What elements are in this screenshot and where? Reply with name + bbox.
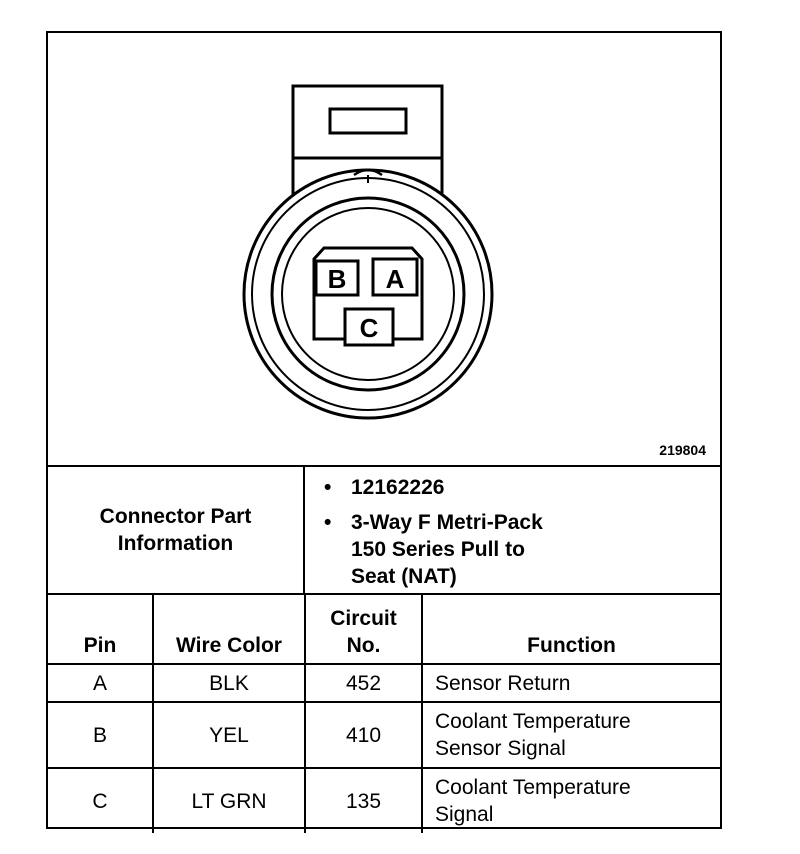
figure-id: 219804 (659, 442, 706, 458)
part-info-item: 3-Way F Metri-Pack 150 Series Pull to Se… (324, 509, 704, 590)
cell-wire-color: BLK (152, 663, 306, 703)
cell-circuit: 452 (304, 663, 423, 703)
table-row: B YEL 410 Coolant Temperature Sensor Sig… (48, 701, 720, 769)
table-row: A BLK 452 Sensor Return (48, 663, 720, 703)
header-pin: Pin (48, 595, 154, 665)
cell-function: Coolant Temperature Sensor Signal (421, 701, 720, 769)
cell-pin: B (48, 701, 154, 769)
latch-slot (328, 107, 408, 135)
cell-wire-color: YEL (152, 701, 306, 769)
table-header-row: Pin Wire Color Circuit No. Function (48, 595, 720, 665)
pin-box-c (343, 307, 395, 347)
part-info-label-text: Connector Part Information (99, 505, 252, 555)
pin-box-b (314, 259, 360, 297)
pin-label-a: A (386, 264, 405, 294)
cell-circuit: 135 (304, 767, 423, 833)
connector-part-info: Connector Part Information 12162226 3-Wa… (48, 467, 720, 595)
table-row: C LT GRN 135 Coolant Temperature Signal (48, 767, 720, 833)
pinout-table: Pin Wire Color Circuit No. Function A BL… (48, 595, 720, 833)
header-circuit-no: Circuit No. (304, 595, 423, 665)
cell-pin: C (48, 767, 154, 833)
connector-inner-ring (270, 196, 466, 392)
cell-circuit: 410 (304, 701, 423, 769)
part-info-label: Connector Part Information (48, 467, 305, 593)
connector-info-frame: B A C 219804 Connector Part Information … (46, 31, 722, 833)
cell-function: Sensor Return (421, 663, 720, 703)
header-function: Function (421, 595, 720, 665)
pin-label-b: B (328, 264, 347, 294)
cell-wire-color: LT GRN (152, 767, 306, 833)
cell-function: Coolant Temperature Signal (421, 767, 720, 833)
pin-label-c: C (360, 313, 379, 343)
keying-notch (353, 168, 383, 177)
pin-box-a (371, 257, 419, 297)
terminal-cavity (312, 246, 424, 341)
header-wire-color: Wire Color (152, 595, 306, 665)
connector-latch-tab (291, 84, 444, 219)
cell-pin: A (48, 663, 154, 703)
part-info-list: 12162226 3-Way F Metri-Pack 150 Series P… (324, 474, 704, 598)
part-info-item: 12162226 (324, 474, 704, 501)
connector-face-drawing: B A C (242, 84, 494, 420)
connector-diagram: B A C 219804 (48, 33, 720, 467)
connector-inner-ring-2 (281, 207, 455, 381)
